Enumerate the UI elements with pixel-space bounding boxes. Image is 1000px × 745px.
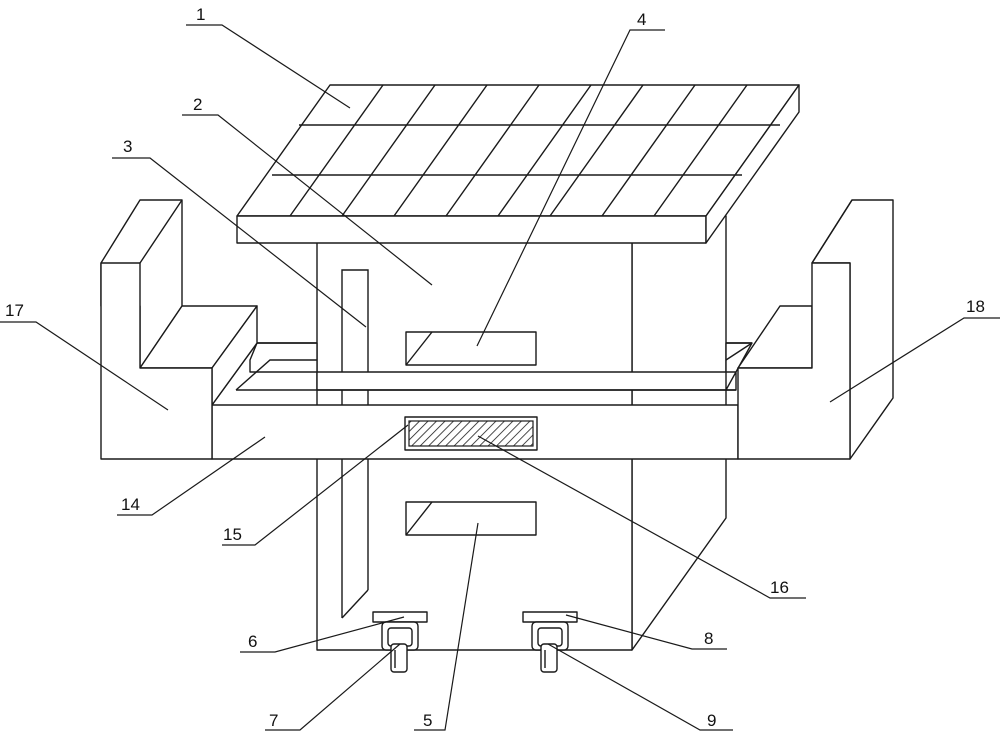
label-3: 3 bbox=[123, 137, 132, 156]
label-6: 6 bbox=[248, 632, 257, 651]
label-1: 1 bbox=[196, 5, 205, 24]
right-caster-wheel bbox=[532, 622, 568, 672]
label-18: 18 bbox=[966, 297, 985, 316]
label-8: 8 bbox=[704, 629, 713, 648]
label-7: 7 bbox=[269, 711, 278, 730]
label-16: 16 bbox=[770, 578, 789, 597]
label-5: 5 bbox=[423, 711, 432, 730]
lower-window bbox=[406, 502, 536, 535]
label-9: 9 bbox=[707, 711, 716, 730]
label-14: 14 bbox=[121, 495, 140, 514]
hatched-plate bbox=[405, 417, 537, 450]
solar-panel bbox=[237, 85, 799, 243]
label-17: 17 bbox=[5, 301, 24, 320]
label-15: 15 bbox=[223, 525, 242, 544]
left-caster-mount bbox=[373, 612, 427, 622]
right-seat-block bbox=[738, 200, 893, 459]
label-2: 2 bbox=[193, 95, 202, 114]
left-caster-wheel bbox=[382, 622, 418, 672]
right-caster-mount bbox=[523, 612, 577, 622]
label-4: 4 bbox=[637, 10, 646, 29]
upper-window bbox=[406, 332, 536, 365]
